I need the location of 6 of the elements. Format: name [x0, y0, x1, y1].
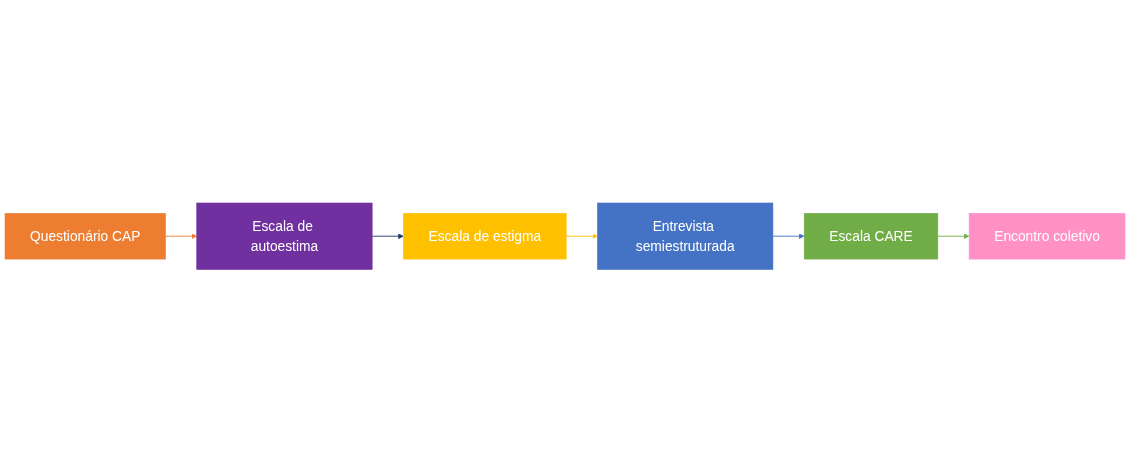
node-box: Questionário CAP [4, 213, 166, 260]
node-box: Escala de autoestima [196, 202, 373, 270]
node-box: Escala de estigma [403, 213, 567, 260]
node-box: Entrevista semiestruturada [597, 202, 774, 270]
node-box: Escala CARE [803, 213, 939, 260]
node-box: Encontro coletivo [968, 213, 1126, 260]
